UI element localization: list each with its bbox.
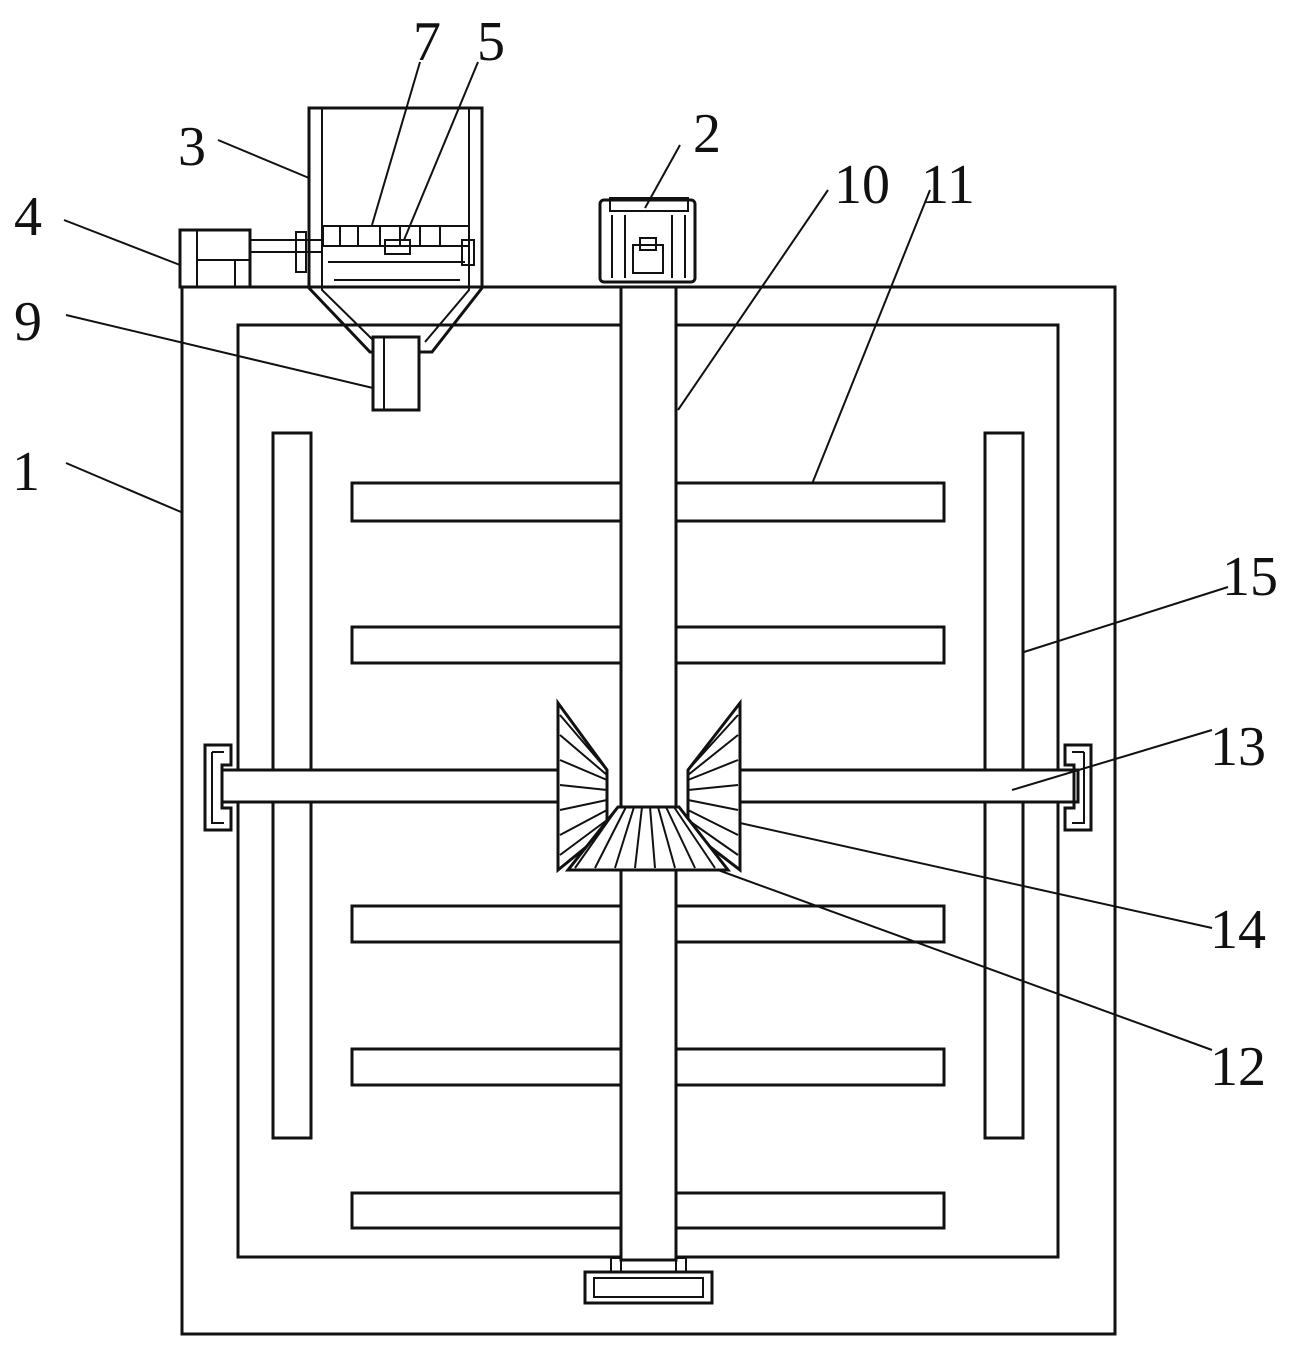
- label-4: 4: [14, 186, 42, 248]
- bevel-gear-bottom: [564, 805, 732, 872]
- label-15: 15: [1222, 546, 1278, 608]
- label-5: 5: [477, 11, 505, 73]
- label-2: 2: [693, 103, 721, 165]
- label-12: 12: [1210, 1036, 1266, 1098]
- label-1: 1: [12, 441, 40, 503]
- drive-unit: [178, 228, 475, 289]
- label-9: 9: [14, 291, 42, 353]
- label-14: 14: [1210, 899, 1266, 961]
- motor: [598, 197, 697, 284]
- label-11: 11: [921, 154, 975, 216]
- label-10: 10: [834, 154, 890, 216]
- vertical-main-shaft-lower: [619, 868, 678, 1262]
- label-7: 7: [413, 11, 441, 73]
- horizontal-shaft: [203, 743, 1093, 832]
- feed-hopper: [307, 106, 484, 412]
- leader-lines: [63, 61, 1229, 1051]
- label-3: 3: [178, 116, 206, 178]
- vertical-main-shaft: [619, 285, 678, 809]
- bottom-bearing-seat: [583, 1257, 714, 1305]
- label-13: 13: [1210, 716, 1266, 778]
